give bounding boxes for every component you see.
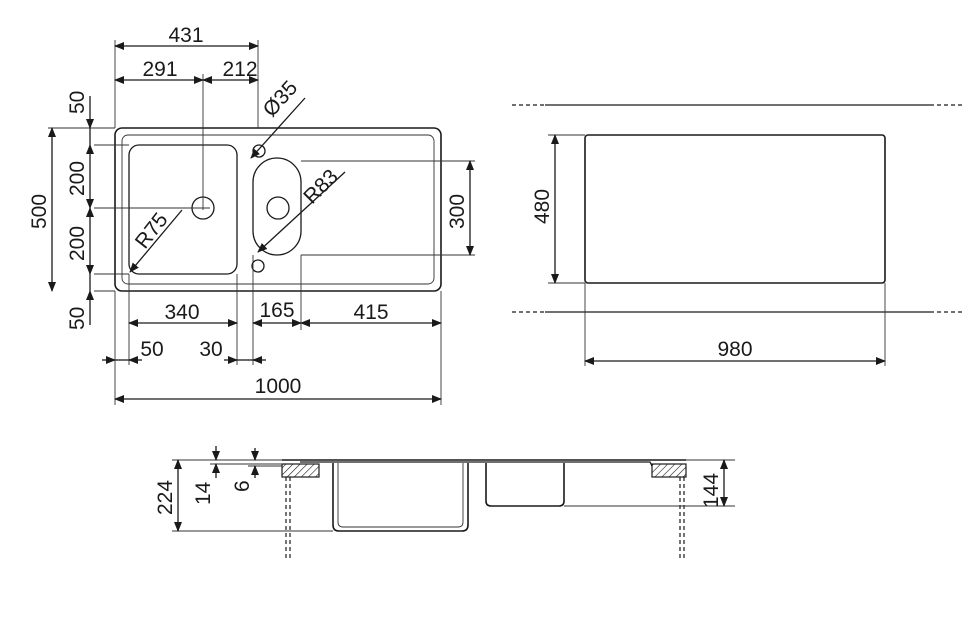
small-bowl-drain [266,196,290,220]
dim-50-top: 50 [66,91,89,114]
main-bowl [128,144,238,275]
dim-144: 144 [700,473,723,508]
sink-inner-rim [121,134,435,285]
dim-165: 165 [259,299,294,322]
dim-r75: R75 [131,209,173,254]
small-bowl [252,157,302,256]
top-view: 431 291 212 Ø35 R83 R75 50 200 200 50 50… [28,24,475,405]
dim-980: 980 [717,338,752,361]
dim-r83: R83 [299,165,343,209]
dim-415: 415 [353,301,388,324]
tap-hole [252,144,266,158]
dim-340: 340 [164,301,199,324]
section-small-bowl [485,463,565,507]
dim-480: 480 [531,189,554,224]
dim-30-h: 30 [199,338,222,361]
cutout-rectangle [584,134,886,284]
dim-200-b: 200 [66,226,89,261]
dim-200-a: 200 [66,161,89,196]
dim-300: 300 [446,194,469,229]
dim-50-h: 50 [140,338,163,361]
section-view: 224 14 6 144 [154,446,735,560]
dim-224: 224 [154,480,177,515]
overflow-hole [251,259,265,273]
dim-6: 6 [231,480,254,492]
dim-d35: Ø35 [259,76,303,121]
dim-500: 500 [28,194,51,229]
worktop-left [281,463,320,478]
dim-14: 14 [192,481,215,505]
dim-431: 431 [168,24,203,47]
dim-291: 291 [142,58,177,81]
section-main-bowl [332,463,469,532]
sink-outline [114,127,442,292]
dim-212: 212 [222,58,257,81]
dim-50-bottom: 50 [66,307,89,330]
dim-1000: 1000 [255,375,302,398]
cutout-view: 480 980 [512,104,962,366]
worktop-right [651,463,687,478]
